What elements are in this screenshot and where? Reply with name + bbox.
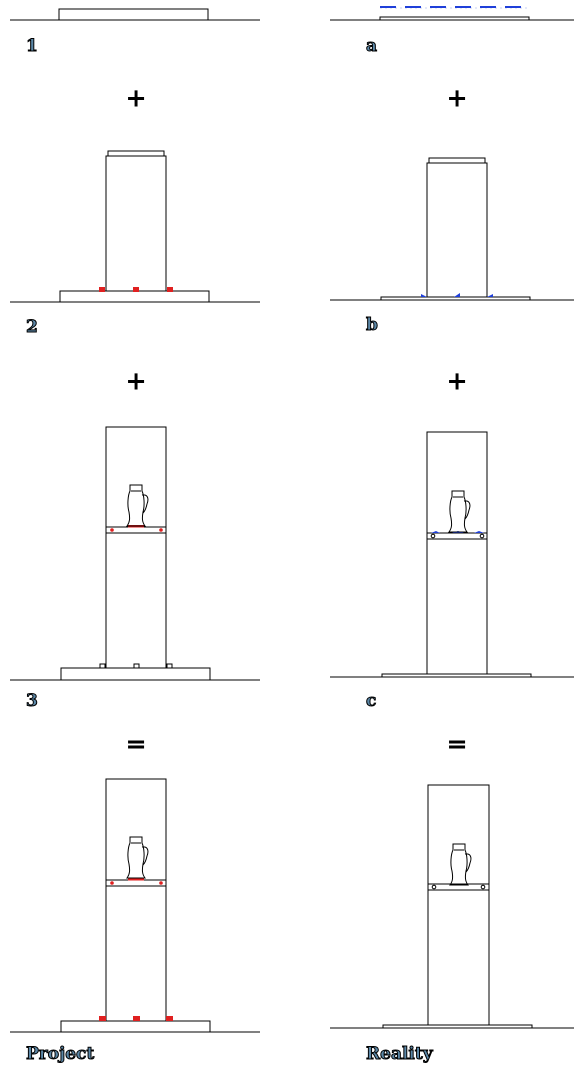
reality-step-a-label: a — [366, 36, 377, 56]
showcase-cap — [428, 157, 486, 164]
anchor-marker — [99, 1016, 106, 1021]
plinth — [58, 8, 209, 21]
project-step-3-label: 3 — [26, 691, 38, 711]
shelf — [427, 883, 490, 891]
showcase-column — [426, 162, 488, 298]
plinth — [59, 290, 210, 303]
project-step-1-drawing — [10, 8, 260, 21]
showcase-column — [426, 431, 488, 675]
shelf-fixing — [110, 528, 114, 532]
anchor-slot — [166, 663, 173, 669]
reality-step-c-drawing — [330, 431, 574, 678]
reality-result-drawing — [330, 784, 574, 1029]
reality-step-b-drawing — [330, 157, 574, 301]
shelf — [105, 879, 167, 887]
shelf-fixing — [159, 881, 163, 885]
shelf-fixing — [430, 533, 436, 539]
project-plus-operator-2: + — [126, 367, 146, 395]
reality-caption: Reality — [366, 1044, 434, 1064]
project-result-drawing — [10, 778, 260, 1033]
shelf-fixing — [159, 528, 163, 532]
shelf-fixing — [479, 533, 485, 539]
showcase-column — [105, 155, 167, 292]
jug-icon — [448, 490, 471, 533]
project-caption: Project — [26, 1044, 94, 1064]
showcase-cap — [107, 150, 165, 157]
project-step-1-label: 1 — [26, 36, 38, 56]
shelf-fixing — [110, 881, 114, 885]
reality-plus-operator-1: + — [447, 84, 467, 112]
showcase-column — [427, 784, 490, 1026]
jug-icon — [449, 843, 472, 886]
anchor-marker — [99, 287, 105, 292]
reality-step-a-drawing — [330, 6, 574, 21]
anchor-slot — [99, 663, 106, 669]
shelf-fixing — [431, 884, 437, 890]
plinth — [379, 16, 530, 21]
shelf-marker — [128, 878, 144, 881]
anchor-slot — [133, 663, 140, 669]
shelf-fixing — [480, 884, 486, 890]
plinth — [60, 1020, 211, 1033]
level-marker — [421, 294, 427, 297]
plinth — [60, 667, 211, 681]
reality-step-b-label: b — [366, 315, 378, 335]
reality-plus-operator-2: + — [447, 367, 467, 395]
anchor-marker — [167, 287, 173, 292]
level-marker — [454, 293, 460, 297]
shelf — [426, 532, 488, 540]
project-step-2-drawing — [10, 150, 260, 303]
showcase-column — [105, 778, 167, 1022]
reality-step-c-label: c — [366, 691, 376, 711]
reality-equals-operator: = — [447, 730, 467, 758]
project-plus-operator-1: + — [126, 84, 146, 112]
jug-icon — [126, 484, 149, 527]
level-marker — [487, 294, 493, 297]
project-equals-operator: = — [126, 730, 146, 758]
anchor-marker — [166, 1016, 173, 1021]
project-step-2-label: 2 — [26, 317, 38, 337]
project-step-3-drawing — [10, 426, 260, 681]
shelf — [105, 526, 167, 534]
jug-icon — [126, 836, 149, 879]
anchor-marker — [133, 1016, 140, 1021]
anchor-marker — [133, 287, 139, 292]
showcase-column — [105, 426, 167, 669]
